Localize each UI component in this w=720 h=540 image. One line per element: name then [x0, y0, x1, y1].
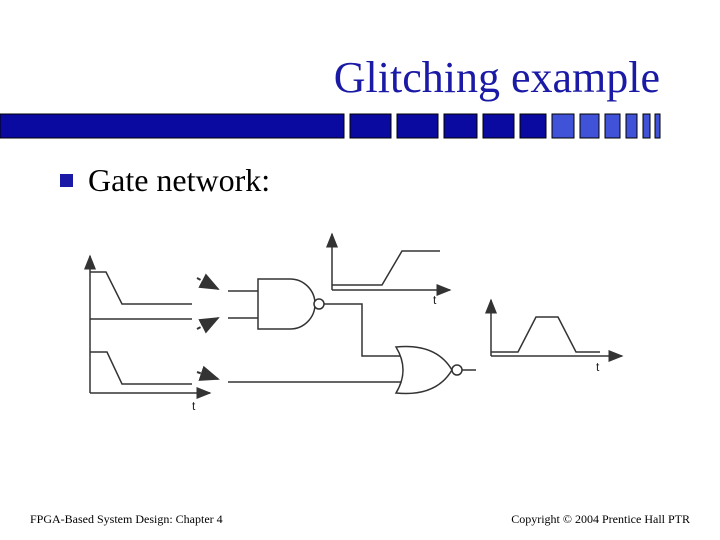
input-c-arrow [196, 365, 220, 381]
input-a-waveform [90, 271, 192, 305]
input-c-waveform [90, 351, 192, 385]
footer-copyright: Copyright © 2004 Prentice Hall PTR [511, 512, 690, 526]
nand-output-waveform [332, 250, 440, 286]
nand-bubble [313, 298, 325, 310]
footer-chapter: FPGA-Based System Design: Chapter 4 [30, 512, 223, 526]
nand-output-axis-label: t [433, 293, 437, 307]
input-a-arrow [196, 273, 220, 290]
wire-nand-to-nor [324, 303, 403, 357]
slide-title: Glitching example [333, 53, 660, 102]
nor-output-waveform [491, 316, 600, 353]
input-axis-label: t [192, 399, 196, 413]
bullet-square-icon [60, 174, 73, 187]
input-b-arrow [196, 317, 220, 334]
nand-output-waveform-plot: t [326, 232, 452, 307]
nor-output-waveform-plot: t [485, 298, 624, 374]
nor-output-axis-label: t [596, 360, 600, 374]
nor-bubble [451, 364, 463, 376]
bullet-text: Gate network: [88, 162, 271, 198]
title-bar-decoration [0, 113, 661, 139]
input-waveform-plot: t [84, 254, 220, 413]
nor-gate [394, 345, 463, 395]
nand-gate [257, 278, 325, 330]
